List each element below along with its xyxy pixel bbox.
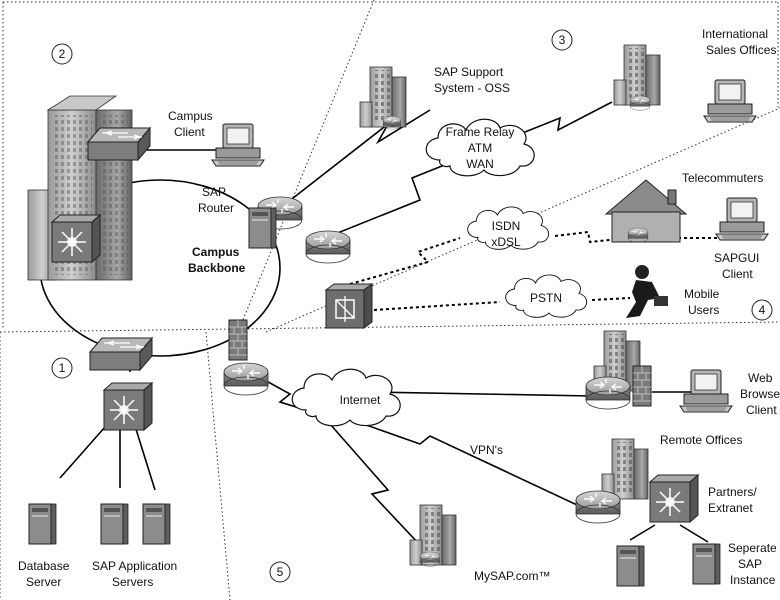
- mysap-label: MySAP.com™: [474, 569, 550, 583]
- separate-line1: Seperate: [728, 541, 777, 555]
- campus-backbone-line2: Backbone: [188, 261, 246, 275]
- separate-instance-server-1: [616, 545, 645, 587]
- telecommuters-label: Telecommuters: [682, 171, 763, 185]
- vpns-label: VPN's: [470, 443, 503, 457]
- isdn-line1: ISDN: [492, 219, 521, 233]
- partners-line2: Extranet: [708, 501, 753, 515]
- sap-support-line1: SAP Support: [434, 65, 504, 79]
- international-router-icon: [629, 95, 651, 111]
- campus-client-line2: Client: [174, 125, 205, 139]
- separate-instance-server-2: [692, 543, 721, 585]
- mobile-user-figure: [626, 265, 668, 318]
- sapgui-line2: Client: [722, 267, 753, 281]
- app-servers-line2: Servers: [112, 575, 153, 589]
- sap-support-line2: System - OSS: [434, 81, 510, 95]
- sap-app-server-1: [100, 503, 129, 545]
- edge-firewall: [228, 319, 248, 361]
- sapgui-client-computer: [715, 197, 769, 241]
- backbone-router: [305, 230, 351, 264]
- sap-router-line1: SAP: [202, 185, 226, 199]
- zone-1-label: 1: [59, 361, 66, 375]
- campus-client-line1: Campus: [168, 109, 213, 123]
- zone-markers: 2 3 1 4 5: [51, 29, 773, 583]
- sap-router-server: [248, 207, 277, 249]
- international-line2: Sales Offices: [706, 43, 776, 57]
- web-browse-line1: Web: [748, 371, 773, 385]
- international-computer: [703, 79, 757, 123]
- separate-line2: SAP: [738, 557, 762, 571]
- database-line2: Server: [26, 575, 61, 589]
- campus-client-computer: [211, 123, 265, 167]
- zone-4-label: 4: [759, 303, 766, 317]
- internet-label: Internet: [340, 393, 381, 407]
- isdn-line2: xDSL: [491, 235, 521, 249]
- database-server: [28, 503, 57, 545]
- web-browse-line3: Client: [746, 403, 777, 417]
- campus-switch: [87, 127, 151, 161]
- remote-office-firewall: [632, 365, 652, 407]
- campus-backbone-line1: Campus: [192, 245, 240, 259]
- pstn-label: PSTN: [530, 291, 562, 305]
- datacenter-switch: [89, 337, 153, 371]
- sapgui-line1: SAPGUI: [714, 251, 759, 265]
- telecommuter-house: [604, 179, 688, 243]
- mobile-line1: Mobile: [684, 287, 720, 301]
- partner-multilayer-switch: [649, 474, 699, 523]
- web-browse-computer: [679, 369, 733, 413]
- separate-line3: Instance: [730, 573, 776, 587]
- partner-building: [601, 438, 649, 500]
- frame-relay-line3: WAN: [466, 157, 494, 171]
- zone-3-label: 3: [559, 33, 566, 47]
- remote-offices-label: Remote Offices: [660, 433, 742, 447]
- database-line1: Database: [18, 559, 70, 573]
- datacenter-multilayer-switch: [103, 382, 153, 431]
- mobile-line2: Users: [688, 303, 719, 317]
- remote-office-router: [585, 376, 631, 410]
- partner-router: [575, 490, 621, 524]
- access-server: [324, 283, 374, 329]
- sap-app-server-2: [142, 503, 171, 545]
- campus-multilayer-switch: [51, 214, 101, 263]
- web-browse-line2: Browse: [740, 387, 780, 401]
- edge-router: [223, 362, 269, 396]
- frame-relay-line2: ATM: [468, 141, 492, 155]
- partners-line1: Partners/: [708, 485, 757, 499]
- app-servers-line1: SAP Application: [92, 559, 177, 573]
- international-line1: International: [702, 27, 768, 41]
- sap-router-line2: Router: [198, 201, 234, 215]
- zone-5-label: 5: [277, 565, 284, 579]
- frame-relay-line1: Frame Relay: [446, 125, 515, 139]
- zone-2-label: 2: [59, 47, 66, 61]
